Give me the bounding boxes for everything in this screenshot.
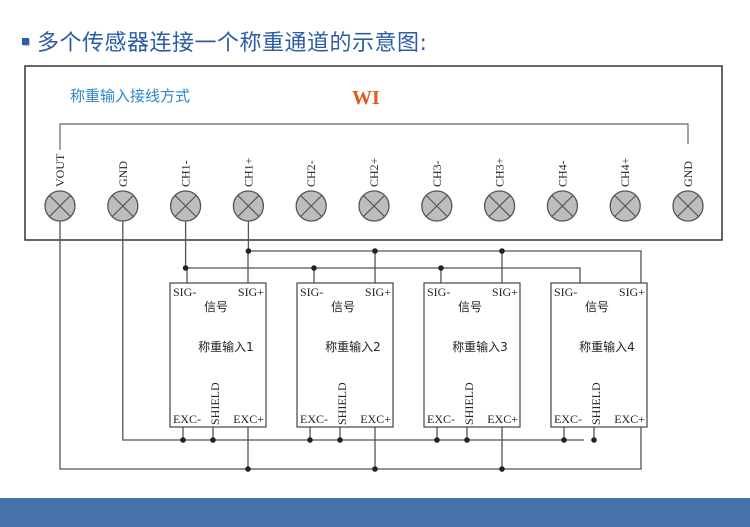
junction-dot	[499, 466, 505, 472]
bullet-icon	[22, 37, 29, 45]
heading: 多个传感器连接一个称重通道的示意图:	[22, 26, 427, 56]
terminal-label: CH2+	[367, 157, 381, 187]
terminal-cross	[174, 195, 197, 217]
vout-gnd-jumper	[59, 123, 689, 150]
shield-label: SHIELD	[208, 382, 222, 425]
terminal-label: CH4-	[555, 160, 569, 187]
terminal-label: CH1-	[179, 160, 193, 187]
sig-plus-label: SIG+	[238, 285, 264, 299]
junction-dot	[499, 248, 505, 254]
terminal-ch2minus: CH2-	[295, 160, 327, 222]
terminal-cross	[111, 195, 134, 217]
terminal-ch3minus: CH3-	[421, 160, 453, 222]
sensor-name: 称重输入2	[325, 339, 381, 354]
terminal-label: GND	[116, 161, 130, 187]
terminal-cross	[49, 195, 71, 217]
terminal-ch4plus: CH4+	[609, 157, 641, 222]
sensor-box	[423, 282, 521, 428]
terminal-ch4minus: CH4-	[546, 160, 579, 222]
exc-plus-label: EXC+	[233, 412, 264, 426]
terminal-cross	[425, 195, 448, 217]
terminal-label: CH3+	[493, 157, 507, 187]
terminal-cross	[363, 195, 385, 217]
terminal-strip: VOUT GND CH1- CH1+ CH2- CH2+ CH3- CH3+ CH4- CH4+ G…	[44, 153, 704, 222]
junction-dot	[311, 265, 317, 271]
terminal-cross	[237, 195, 260, 217]
junction-dot	[372, 248, 378, 254]
sig-plus-bus	[248, 250, 642, 283]
junction-dot	[337, 437, 343, 443]
exc-plus-label: EXC+	[487, 412, 518, 426]
junction-dot	[245, 248, 252, 254]
shield-label: SHIELD	[589, 382, 603, 425]
junction-dot	[180, 437, 186, 443]
sensor-box	[169, 282, 267, 428]
exc-minus-label: EXC-	[300, 412, 328, 426]
exc-minus-label: EXC-	[554, 412, 582, 426]
terminal-label: VOUT	[53, 153, 67, 187]
terminal-label: CH2-	[304, 160, 318, 187]
footer-bar	[0, 498, 750, 527]
terminal-label: GND	[681, 161, 695, 187]
signal-label: 信号	[458, 300, 482, 314]
shield-label: SHIELD	[335, 382, 349, 425]
junction-dot	[372, 466, 378, 472]
sensor-box	[296, 282, 394, 428]
sig-minus-label: SIG-	[300, 285, 323, 299]
exc-minus-label: EXC-	[427, 412, 455, 426]
terminal-cross	[677, 195, 699, 217]
signal-label: 信号	[585, 300, 609, 314]
sensor-name: 称重输入4	[579, 339, 635, 354]
sig-plus-label: SIG+	[365, 285, 391, 299]
signal-label: 信号	[204, 300, 228, 314]
sig-plus-label: SIG+	[619, 285, 645, 299]
junction-dot	[464, 437, 470, 443]
terminal-label: CH4+	[618, 157, 632, 187]
junction-dot	[434, 437, 440, 443]
page-title: 多个传感器连接一个称重通道的示意图:	[37, 31, 428, 56]
exc-plus-label: EXC+	[614, 412, 645, 426]
sig-plus-label: SIG+	[492, 285, 518, 299]
sig-minus-label: SIG-	[554, 285, 577, 299]
terminal-ch3plus: CH3+	[483, 157, 516, 222]
exc-minus-label: EXC-	[173, 412, 201, 426]
terminal-label: CH1+	[241, 157, 255, 187]
shield-label: SHIELD	[462, 382, 476, 425]
terminal-ch1minus: CH1-	[169, 160, 202, 222]
signal-label: 信号	[331, 300, 355, 314]
junction-dot	[561, 437, 567, 443]
sig-minus-bus	[185, 267, 581, 283]
junction-dot	[210, 437, 216, 443]
terminal-ch2plus: CH2+	[358, 157, 390, 222]
sig-minus-label: SIG-	[173, 285, 196, 299]
terminal-cross	[551, 195, 574, 217]
terminal-vout: VOUT	[44, 153, 76, 222]
junction-dot	[438, 265, 444, 271]
terminal-cross	[614, 195, 637, 217]
sensor-name: 称重输入1	[198, 339, 254, 354]
terminal-label: CH3-	[430, 160, 444, 187]
terminal-cross	[300, 195, 323, 217]
brand-logo: WI	[352, 87, 380, 109]
terminal-gnd: GND	[672, 161, 704, 222]
sensor-name: 称重输入3	[452, 339, 508, 354]
terminal-cross	[488, 195, 511, 217]
exc-plus-label: EXC+	[360, 412, 391, 426]
junction-dot	[307, 437, 313, 443]
exc-minus-bus	[122, 221, 584, 441]
junction-dot	[591, 437, 597, 443]
wires	[59, 221, 642, 472]
sensor-box	[550, 282, 648, 428]
sig-minus-label: SIG-	[427, 285, 450, 299]
exc-plus-bus	[59, 221, 642, 470]
junction-dot	[182, 265, 189, 271]
terminal-ch1plus: CH1+	[232, 157, 265, 222]
panel-label: 称重输入接线方式	[70, 87, 190, 105]
junction-dot	[245, 466, 251, 472]
